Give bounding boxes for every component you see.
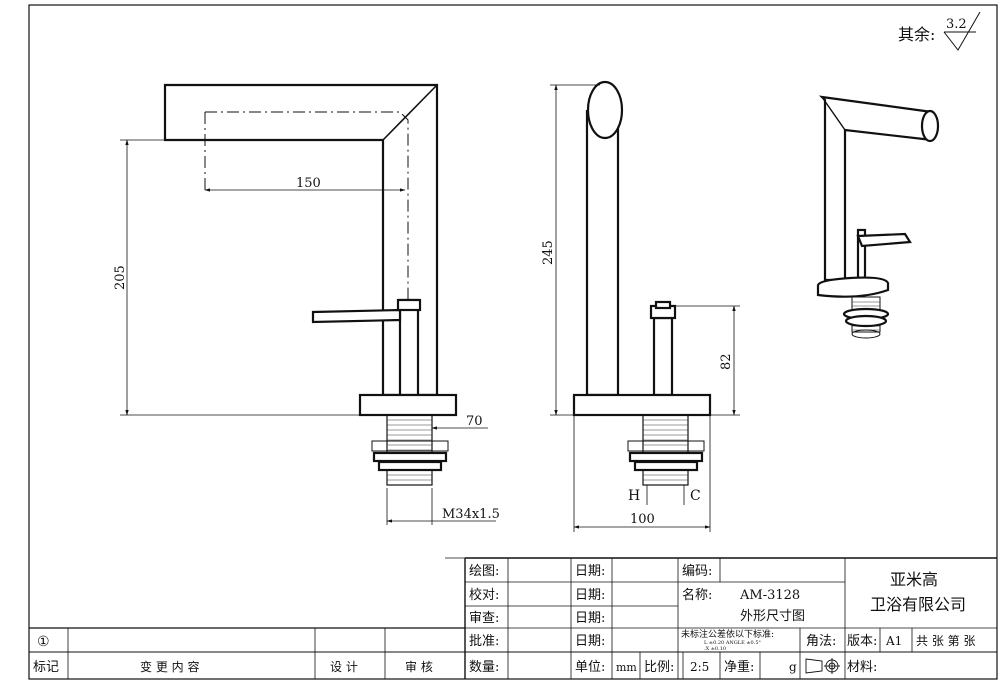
roughness-value: 3.2	[946, 17, 967, 32]
tolerance-note: 未标注公差依以下标准:	[681, 628, 774, 640]
title-block	[29, 557, 997, 679]
label-date-3: 日期:	[575, 611, 605, 626]
dim-total-height: 205	[113, 265, 128, 290]
drawing-border	[28, 4, 998, 680]
isometric-view	[816, 95, 940, 339]
label-scale: 比例:	[644, 660, 674, 675]
label-checked: 校对:	[469, 587, 499, 603]
label-reviewed: 审查:	[469, 611, 499, 626]
company-name-1: 亚米高	[890, 570, 938, 589]
dim-side-height: 245	[541, 240, 556, 265]
rev-col-mark: 标记	[33, 660, 59, 675]
label-material: 材料:	[847, 660, 877, 675]
label-quantity: 数量:	[469, 660, 499, 675]
label-hot: H	[628, 488, 640, 504]
label-date-1: 日期:	[575, 564, 605, 579]
sheet-count: 共 张 第 张	[916, 634, 975, 648]
label-name: 名称:	[682, 587, 712, 603]
label-approved: 批准:	[469, 634, 499, 649]
revision-mark: ①	[37, 634, 50, 650]
rev-col-content: 变 更 内 容	[140, 659, 199, 674]
roughness-label: 其余:	[898, 25, 935, 44]
model-number: AM-3128	[739, 588, 800, 603]
label-drawn: 绘图:	[469, 564, 499, 579]
scale-value: 2:5	[690, 660, 709, 674]
label-unit: 单位:	[575, 660, 605, 675]
weight-unit: g	[789, 660, 797, 674]
front-view: 150 205 70 M34x1.5	[113, 83, 500, 525]
label-date-4: 日期:	[575, 634, 605, 649]
side-view: H C 245 82 100	[541, 80, 740, 532]
dim-thread: M34x1.5	[442, 507, 500, 522]
label-weight: 净重:	[724, 659, 754, 675]
surface-roughness-note: 其余: 3.2	[898, 11, 981, 51]
projection-symbol-icon	[805, 658, 840, 674]
dim-base-width: 100	[630, 512, 655, 527]
rev-col-review: 审 核	[405, 659, 433, 674]
dim-spout-reach: 150	[296, 176, 321, 191]
label-code: 编码:	[682, 564, 712, 579]
dim-handle-height: 82	[719, 353, 734, 370]
rev-col-design: 设 计	[330, 660, 358, 674]
title-block-text: 绘图: 校对: 审查: 批准: 数量: 日期: 日期: 日期: 日期: 编码: …	[33, 564, 975, 675]
drawing-name: 外形尺寸图	[740, 609, 805, 624]
label-version: 版本:	[847, 634, 877, 649]
label-projection: 角法:	[806, 634, 836, 649]
unit-value: mm	[616, 661, 637, 674]
tolerance-row-2: .X ±0.10	[704, 646, 726, 652]
version-value: A1	[885, 634, 902, 648]
label-cold: C	[690, 488, 701, 504]
label-date-2: 日期:	[575, 588, 605, 603]
dim-base-offset: 70	[466, 414, 483, 429]
tolerance-row-1: L ±0.20 ANGLE ±0.5°	[704, 640, 762, 646]
company-name-2: 卫浴有限公司	[870, 595, 966, 614]
